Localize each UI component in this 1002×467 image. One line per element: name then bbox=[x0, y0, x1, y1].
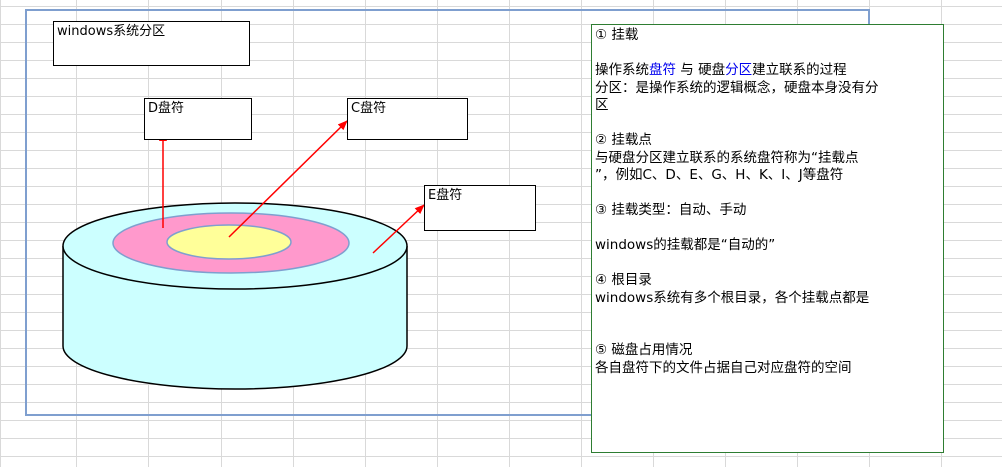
label-d-text: D盘符 bbox=[148, 101, 185, 116]
s2-line1: 与硬盘分区建立联系的系统盘符称为“挂载点 bbox=[595, 149, 859, 166]
s4-line1: windows系统有多个根目录，各个挂载点都是 bbox=[595, 289, 870, 306]
s1-line1-d: 分区 bbox=[725, 62, 753, 78]
label-c-text: C盘符 bbox=[351, 101, 387, 116]
s3-title: ③ 挂载类型：自动、手动 bbox=[595, 202, 747, 218]
s2-title: ② 挂载点 bbox=[595, 132, 652, 148]
s5-title: ⑤ 磁盘占用情况 bbox=[595, 342, 693, 358]
s1-line1-b: 盘符 bbox=[649, 62, 676, 78]
label-d-drive: D盘符 bbox=[144, 98, 252, 140]
title-box: windows系统分区 bbox=[53, 21, 250, 66]
s1-line1-c: 与 硬盘 bbox=[676, 62, 726, 78]
s4-title: ④ 根目录 bbox=[595, 272, 652, 288]
s1-title: ① 挂载 bbox=[595, 27, 639, 43]
label-e-text: E盘符 bbox=[428, 188, 463, 203]
s1-line1-e: 建立联系的过程 bbox=[752, 62, 847, 78]
s5-line1: 各自盘符下的文件占据自己对应盘符的空间 bbox=[595, 359, 852, 376]
arrow-to-c bbox=[228, 120, 348, 238]
label-e-drive: E盘符 bbox=[424, 185, 536, 231]
s1-line1-a: 操作系统 bbox=[595, 62, 649, 78]
notes-panel: ① 挂载 操作系统盘符 与 硬盘分区建立联系的过程 分区：是操作系统的逻辑概念，… bbox=[591, 24, 944, 453]
title-text: windows系统分区 bbox=[57, 24, 166, 39]
s2-line2: ”，例如C、D、E、G、H、K、I、J等盘符 bbox=[595, 167, 844, 183]
arrow-to-e bbox=[372, 204, 425, 254]
s1-line1: 操作系统盘符 与 硬盘分区建立联系的过程 bbox=[595, 62, 940, 80]
s1-line3: 区 bbox=[595, 97, 609, 113]
label-c-drive: C盘符 bbox=[347, 98, 468, 140]
disk-partition-inner bbox=[166, 224, 292, 260]
s1-line2: 分区：是操作系统的逻辑概念，硬盘本身没有分 bbox=[595, 79, 879, 96]
s3-line1: windows的挂载都是“自动的” bbox=[595, 237, 776, 253]
